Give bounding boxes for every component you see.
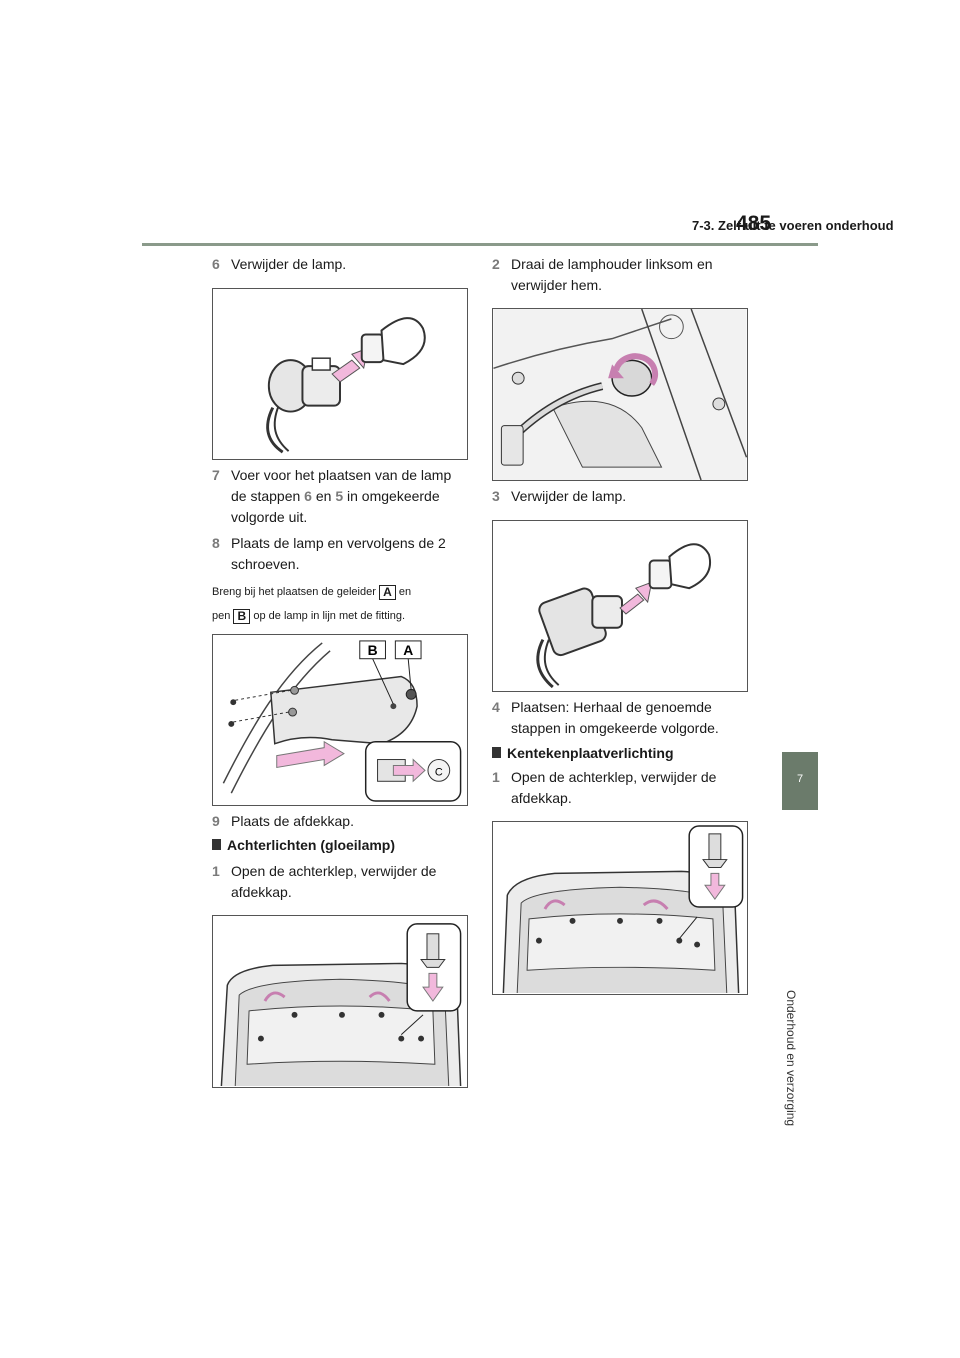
step-reference: 6 xyxy=(304,488,312,504)
figure-label-a: A xyxy=(403,642,413,658)
step-text-part: en xyxy=(311,488,336,504)
step-text-part: Voer voor het plaatsen van de lamp de st… xyxy=(231,467,452,504)
page-number: 485 xyxy=(736,212,772,235)
step-text: Plaatsen: Herhaal de genoemde stappen in… xyxy=(511,699,719,736)
section-title: 7-3. Zelf uit te voeren onderhoud xyxy=(692,218,894,233)
bulb-removal-illustration-2 xyxy=(536,543,711,689)
step-text: Verwijder de lamp. xyxy=(511,488,627,504)
step-text-part: in omgekeerde volgorde uit. xyxy=(231,488,440,525)
figure-lamp-alignment: B A C xyxy=(212,634,468,806)
note-text: Breng bij het plaatsen de geleider xyxy=(212,586,376,598)
figure-label-b: B xyxy=(368,642,378,658)
step-number: 7 xyxy=(212,467,220,483)
step-number: 4 xyxy=(492,699,500,715)
heading-text: Achterlichten (gloeilamp) xyxy=(227,837,396,853)
step-text: Verwijder de lamp. xyxy=(231,256,347,272)
step-number: 6 xyxy=(212,256,220,272)
step-text: Plaats de afdekkap. xyxy=(231,813,354,829)
step-9: 9 Plaats de afdekkap. xyxy=(212,811,468,832)
step-number: 8 xyxy=(212,535,220,551)
step-3: 3 Verwijder de lamp. xyxy=(492,486,748,507)
step-text: Voer voor het plaatsen van de lamp de st… xyxy=(212,465,468,528)
step-7: 7 Voer voor het plaatsen van de lamp de … xyxy=(212,465,468,528)
step-8: 8 Plaats de lamp en vervolgens de 2 schr… xyxy=(212,533,468,575)
trunk-cover-illustration-2 xyxy=(502,825,744,994)
bulb-removal-illustration xyxy=(266,317,426,454)
note-text: op de lamp in lijn met de fitting. xyxy=(253,610,405,622)
heading-tail-lights: Achterlichten (gloeilamp) xyxy=(212,835,468,855)
note-text: en xyxy=(398,586,412,598)
figure-plate-cover xyxy=(492,821,748,995)
figure-lamp-holder xyxy=(492,308,748,481)
step-number: 1 xyxy=(492,769,500,785)
heading-bullet-icon xyxy=(212,839,221,850)
step-text: Open de achterklep, verwijder de afdekka… xyxy=(511,769,717,806)
step-reference: 5 xyxy=(335,488,344,504)
heading-text: Kentekenplaatverlichting xyxy=(507,745,674,761)
figure-tail-cover xyxy=(212,915,468,1088)
step-4: 4 Plaatsen: Herhaal de genoemde stappen … xyxy=(492,697,748,739)
step-text: Open de achterklep, verwijder de afdekka… xyxy=(231,863,437,900)
step-number: 3 xyxy=(492,488,500,504)
badge-b: B xyxy=(233,608,251,624)
lamp-holder-illustration xyxy=(493,309,747,480)
step-number: 1 xyxy=(212,863,220,879)
chapter-tab[interactable]: 7 xyxy=(782,752,818,810)
step-text: Plaats de lamp en vervolgens de 2 schroe… xyxy=(231,535,446,572)
step-6: 6 Verwijder de lamp. xyxy=(212,254,468,275)
step-number: 9 xyxy=(212,813,220,829)
badge-a: A xyxy=(378,584,396,600)
step-text: Draai de lamphouder linksom en verwijder… xyxy=(511,256,713,293)
figure-label-c: C xyxy=(435,766,443,778)
header-divider xyxy=(142,243,818,246)
heading-license-plate: Kentekenplaatverlichting xyxy=(492,743,748,763)
heading-bullet-icon xyxy=(492,747,501,758)
note-text: pen xyxy=(212,610,231,622)
chapter-label: Onderhoud en verzorging xyxy=(784,990,798,1127)
plate-step-1: 1 Open de achterklep, verwijder de afdek… xyxy=(492,767,748,809)
trunk-cover-illustration xyxy=(220,923,462,1087)
lamp-alignment-illustration: B A C xyxy=(222,640,462,802)
step-2: 2 Draai de lamphouder linksom en verwijd… xyxy=(492,254,748,296)
tail-step-1: 1 Open de achterklep, verwijder de afdek… xyxy=(212,861,468,903)
figure-bulb-removal-2 xyxy=(492,520,748,692)
step-number: 2 xyxy=(492,256,500,272)
figure-bulb-removal xyxy=(212,288,468,460)
